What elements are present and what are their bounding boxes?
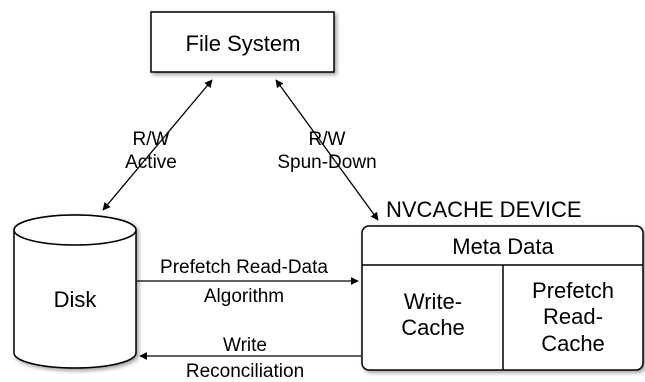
prefetch-read-cache-line-3: Cache bbox=[541, 330, 605, 356]
nvcache-title: NVCACHE DEVICE bbox=[386, 197, 582, 222]
arrow-nvcache-to-file-system bbox=[275, 79, 379, 221]
disk-cylinder bbox=[13, 214, 137, 369]
write-reconciliation-line-1: Write bbox=[223, 335, 267, 356]
rw-active-label: R/W Active bbox=[125, 129, 177, 175]
rw-spun-down-line-1: R/W bbox=[308, 129, 346, 150]
prefetch-read-cache-line-1: Prefetch bbox=[532, 278, 614, 303]
rw-active-line-2: Active bbox=[125, 151, 177, 173]
write-reconciliation-line-2: Reconciliation bbox=[185, 361, 305, 382]
file-system-box bbox=[150, 11, 335, 73]
rw-active-line-1: R/W bbox=[132, 129, 170, 150]
write-cache-line-2: Cache bbox=[401, 315, 465, 341]
prefetch-read-cache-label: Prefetch Read- Cache bbox=[532, 278, 614, 357]
write-cache-label: Write- Cache bbox=[401, 289, 465, 342]
prefetch-read-cache-line-2: Read- bbox=[543, 304, 603, 330]
file-system-label: File System bbox=[185, 31, 301, 56]
meta-data-label: Meta Data bbox=[452, 234, 554, 259]
arrow-disk-to-file-system bbox=[102, 79, 213, 211]
prefetch-algorithm-line-2: Algorithm bbox=[203, 286, 285, 307]
prefetch-algorithm-line-1: Prefetch Read-Data bbox=[160, 257, 328, 278]
disk-label: Disk bbox=[53, 287, 97, 312]
rw-spun-down-label: R/W Spun-Down bbox=[277, 129, 376, 175]
write-cache-line-1: Write- bbox=[403, 289, 463, 314]
rw-spun-down-line-2: Spun-Down bbox=[277, 151, 377, 173]
